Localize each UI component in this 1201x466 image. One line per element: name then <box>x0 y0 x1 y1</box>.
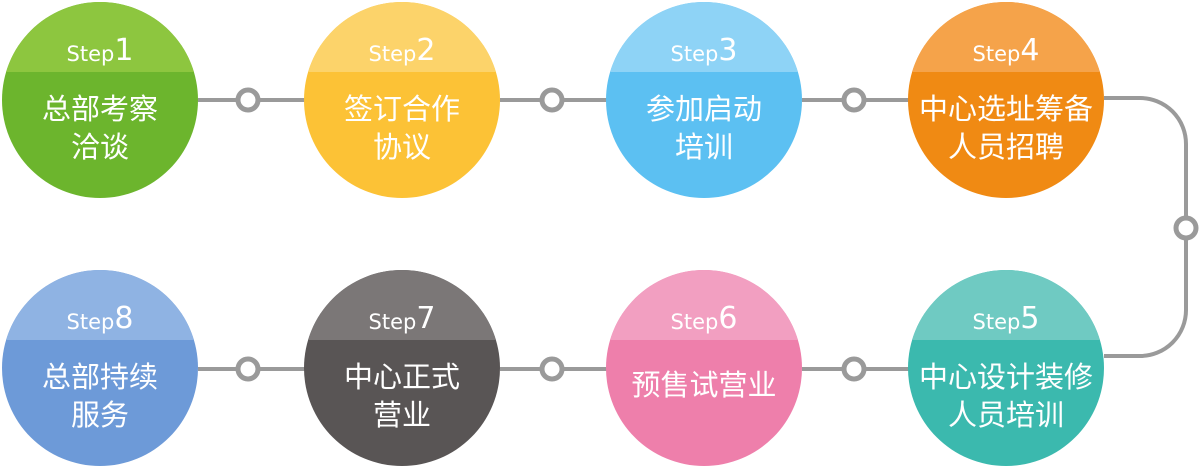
step-text-line: 总部考察 <box>41 92 158 126</box>
connector-node <box>235 356 261 382</box>
step-word: Step <box>368 310 417 334</box>
step-word: Step <box>368 42 417 66</box>
step-text-line: 洽谈 <box>70 130 129 164</box>
step-word: Step <box>972 310 1021 334</box>
step-text-line: 中心设计装修 <box>918 360 1093 394</box>
step-number: 4 <box>1020 33 1040 68</box>
step-word: Step <box>66 310 115 334</box>
step-description: 预售试营业 <box>606 340 802 466</box>
step-text-line: 中心正式 <box>343 360 460 394</box>
step-number: 1 <box>114 33 134 68</box>
connector-node <box>539 356 565 382</box>
step-text-line: 总部持续 <box>41 360 158 394</box>
step-description: 参加启动培训 <box>606 72 802 198</box>
step-description: 中心设计装修人员培训 <box>908 340 1104 466</box>
step-description: 中心正式营业 <box>304 340 500 466</box>
connector-node <box>1173 215 1199 241</box>
step-word: Step <box>972 42 1021 66</box>
step-number: 8 <box>114 301 134 336</box>
step-number: 3 <box>718 33 738 68</box>
step-word: Step <box>66 42 115 66</box>
step-text-line: 签订合作 <box>343 92 460 126</box>
connector-node <box>539 87 565 113</box>
step-word: Step <box>670 42 719 66</box>
step-number: 5 <box>1020 301 1040 336</box>
connector-node <box>235 87 261 113</box>
step-number: 7 <box>416 301 436 336</box>
step-word: Step <box>670 310 719 334</box>
step-text-line: 服务 <box>70 398 129 432</box>
step-description: 中心选址筹备人员招聘 <box>908 72 1104 198</box>
step-description: 总部考察洽谈 <box>2 72 198 198</box>
step-description: 签订合作协议 <box>304 72 500 198</box>
step-description: 总部持续服务 <box>2 340 198 466</box>
step-number: 2 <box>416 33 436 68</box>
connector-node <box>841 87 867 113</box>
step-number: 6 <box>718 301 738 336</box>
step-text-line: 培训 <box>674 130 733 164</box>
step-text-line: 预售试营业 <box>631 368 777 402</box>
step-text-line: 协议 <box>372 130 431 164</box>
step-text-line: 参加启动 <box>645 92 762 126</box>
step-text-line: 营业 <box>372 398 431 432</box>
step-text-line: 人员招聘 <box>947 130 1064 164</box>
step-text-line: 中心选址筹备 <box>918 92 1093 126</box>
step-text-line: 人员培训 <box>947 398 1064 432</box>
connector-node <box>841 356 867 382</box>
